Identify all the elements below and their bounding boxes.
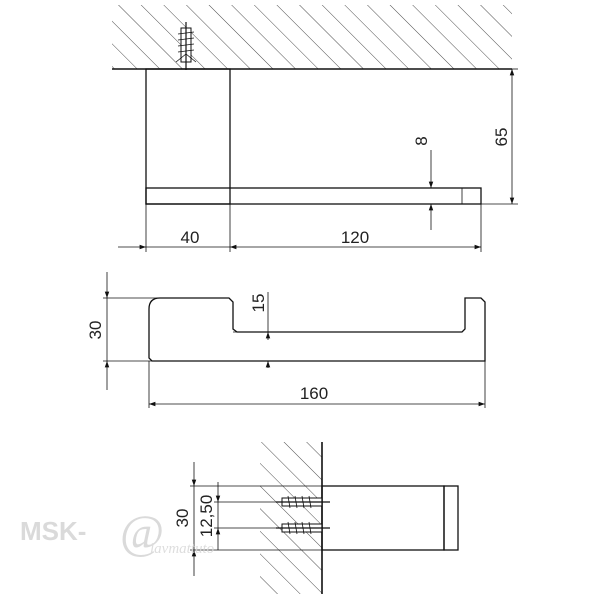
wall-plug-icon (175, 22, 197, 70)
dim-label-base: 40 (181, 228, 200, 247)
watermark-at-icon: @ (120, 506, 164, 559)
holder-end (443, 485, 459, 551)
ceiling-hatch (112, 5, 512, 69)
hook-profile (148, 297, 486, 362)
dim-label-spacing: 12,50 (197, 495, 216, 538)
dim-label-side-height: 30 (86, 321, 105, 340)
dim-label-thickness: 8 (412, 136, 431, 145)
side-view: 30 15 160 (86, 272, 486, 408)
watermark-logo: MSK- @ lavmattuto (20, 506, 215, 559)
dim-label-bottom-height: 30 (173, 509, 192, 528)
watermark-brand: MSK- (20, 516, 86, 546)
mount-block (145, 68, 231, 205)
holder-arm (145, 187, 482, 205)
dim-label-length: 160 (300, 384, 328, 403)
mount-plate (321, 485, 445, 551)
dim-label-gap: 15 (249, 294, 268, 313)
bottom-view: 30 12,50 (173, 442, 459, 594)
dim-label-arm: 120 (341, 228, 369, 247)
dim-label-height: 65 (492, 128, 511, 147)
wall-hatch (260, 442, 322, 594)
top-view: 40 120 8 65 (112, 5, 518, 252)
watermark-domain: lavmattuto (150, 541, 215, 557)
